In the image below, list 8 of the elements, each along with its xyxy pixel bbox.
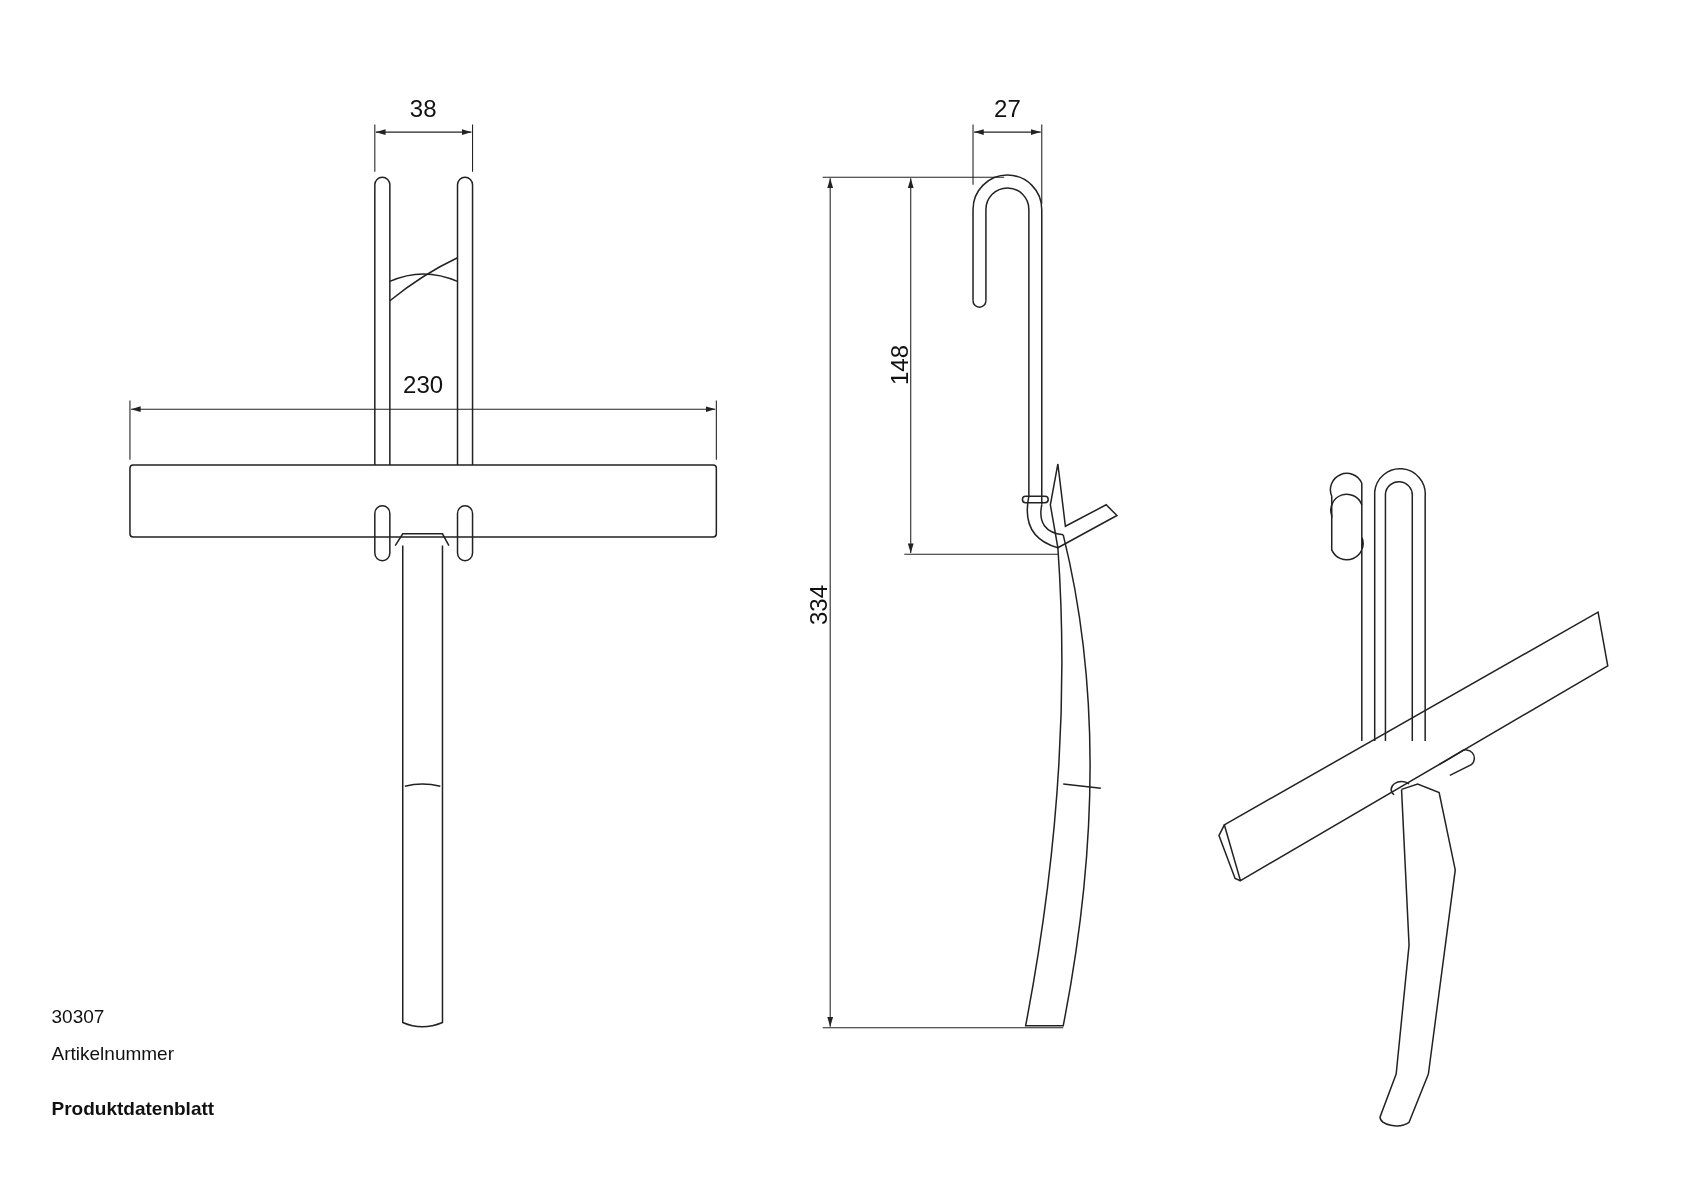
note-text: Artikelnummer xyxy=(51,1043,175,1062)
dimension-value: 148 xyxy=(888,345,912,386)
dimension-value: 230 xyxy=(403,373,444,398)
dimension-value: 38 xyxy=(409,97,437,122)
dimension-value: 334 xyxy=(807,584,832,625)
sheet-title: Produktdatenblatt xyxy=(51,1098,215,1118)
note-text: 30307 xyxy=(51,1006,105,1026)
dimension-value: 27 xyxy=(994,97,1021,122)
